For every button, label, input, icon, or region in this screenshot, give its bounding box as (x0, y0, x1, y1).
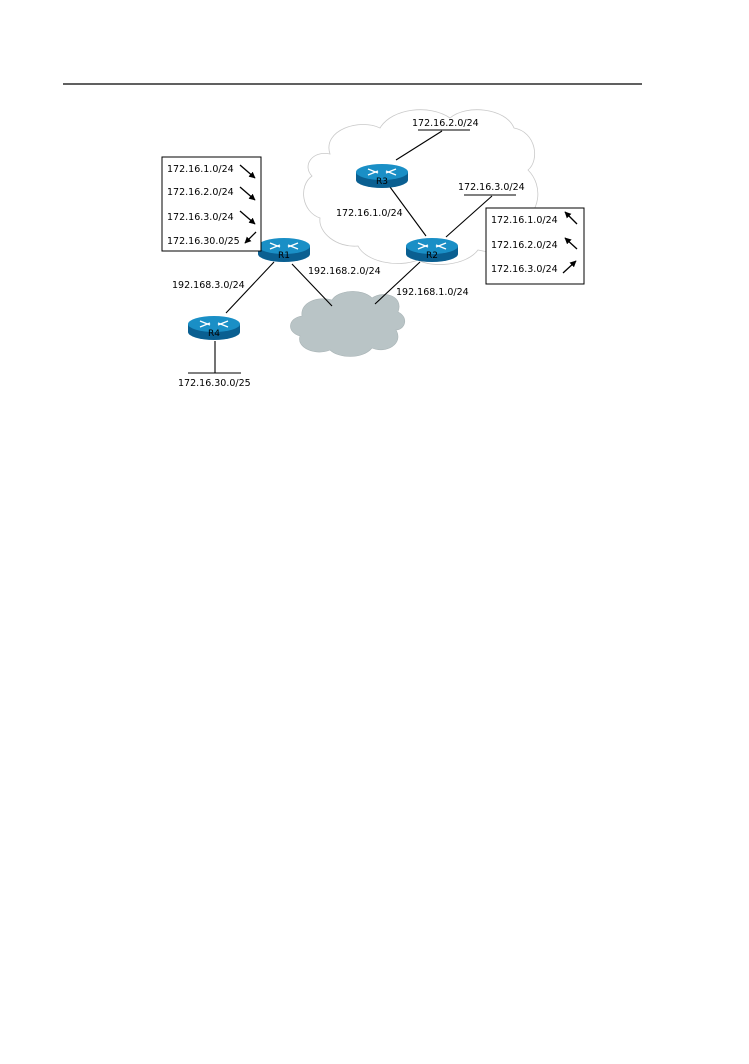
r3-to-r2-link (389, 186, 427, 237)
r2-route-entry: 172.16.3.0/24 (491, 264, 558, 275)
router-r2: R2 (406, 238, 458, 262)
router-r4: R4 (188, 316, 240, 340)
network-label-r2-cloud-link: 192.168.1.0/24 (396, 287, 469, 298)
arrow-down-right-icon (239, 164, 256, 179)
r2-route-table: 172.16.1.0/24 172.16.2.0/24 172.16.3.0/2… (485, 207, 585, 285)
router-icon (356, 164, 408, 188)
network-label-r1-r4-link: 192.168.3.0/24 (172, 280, 245, 291)
r1-route-table: 172.16.1.0/24 172.16.2.0/24 172.16.3.0/2… (161, 156, 262, 252)
r2-route-entry: 172.16.2.0/24 (491, 240, 558, 251)
router-r1-label: R1 (278, 251, 290, 261)
r2-to-cloud-link (374, 261, 421, 305)
r1-to-cloud-link (291, 263, 333, 307)
r1-route-entry: 172.16.30.0/25 (167, 236, 240, 247)
network-label-r3-lan: 172.16.2.0/24 (412, 118, 479, 129)
arrow-up-left-icon (564, 211, 578, 225)
r1-route-entry: 172.16.1.0/24 (167, 164, 234, 175)
arrow-down-right-icon (239, 186, 256, 201)
r2-to-lan-link (445, 195, 493, 238)
router-r1: R1 (258, 238, 310, 262)
arrow-up-right-icon (562, 260, 577, 274)
links (188, 129, 516, 374)
router-r2-label: R2 (426, 251, 438, 261)
router-r4-label: R4 (208, 329, 220, 339)
r2-route-entry: 172.16.1.0/24 (491, 215, 558, 226)
router-icon (188, 316, 240, 340)
router-icon (258, 238, 310, 262)
r1-route-entry: 172.16.3.0/24 (167, 212, 234, 223)
arrow-down-right-icon (239, 210, 256, 225)
arrow-down-left-icon (244, 231, 257, 244)
wan-cloud-icon (290, 291, 406, 357)
router-icon (406, 238, 458, 262)
network-label-r3-r2-link: 172.16.1.0/24 (336, 208, 403, 219)
r1-to-r4-link (225, 261, 275, 314)
network-label-r1-cloud-link: 192.168.2.0/24 (308, 266, 381, 277)
network-label-r4-lan: 172.16.30.0/25 (178, 378, 251, 389)
r3-to-lan-link (395, 130, 443, 161)
router-r3: R3 (356, 164, 408, 188)
r1-route-entry: 172.16.2.0/24 (167, 187, 234, 198)
router-r3-label: R3 (376, 177, 388, 187)
arrow-up-left-icon (564, 237, 578, 250)
network-label-r2-lan: 172.16.3.0/24 (458, 182, 525, 193)
